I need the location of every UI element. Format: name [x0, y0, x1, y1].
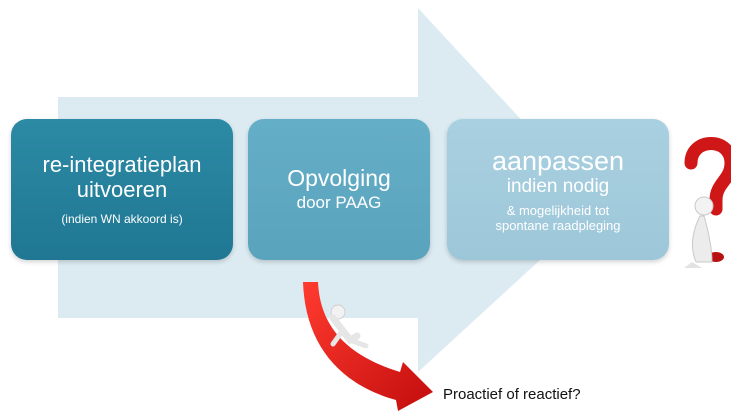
- step-3-note-line-2: spontane raadpleging: [495, 217, 621, 233]
- question-mark-figure-icon: [684, 137, 731, 268]
- caption-question: Proactief of reactief?: [443, 386, 581, 403]
- step-2-subtitle: door PAAG: [296, 193, 382, 212]
- step-2-title: Opvolging: [287, 165, 391, 191]
- step-box-opvolging: Opvolging door PAAG: [248, 119, 430, 260]
- red-curved-arrow: [303, 282, 433, 411]
- step-box-aanpassen: aanpassen indien nodig & mogelijkheid to…: [447, 119, 669, 260]
- step-3-subtitle: indien nodig: [506, 175, 610, 197]
- step-1-subtitle: uitvoeren: [76, 177, 168, 202]
- step-3-title: aanpassen: [491, 145, 625, 176]
- figure-on-red-arrow-icon: [329, 304, 369, 349]
- step-1-note: (indien WN akkoord is): [61, 212, 183, 226]
- step-3-note-line-1: & mogelijkheid tot: [506, 202, 610, 218]
- step-box-uitvoeren: re-integratieplan uitvoeren (indien WN a…: [11, 119, 233, 260]
- step-1-title: re-integratieplan: [42, 152, 202, 177]
